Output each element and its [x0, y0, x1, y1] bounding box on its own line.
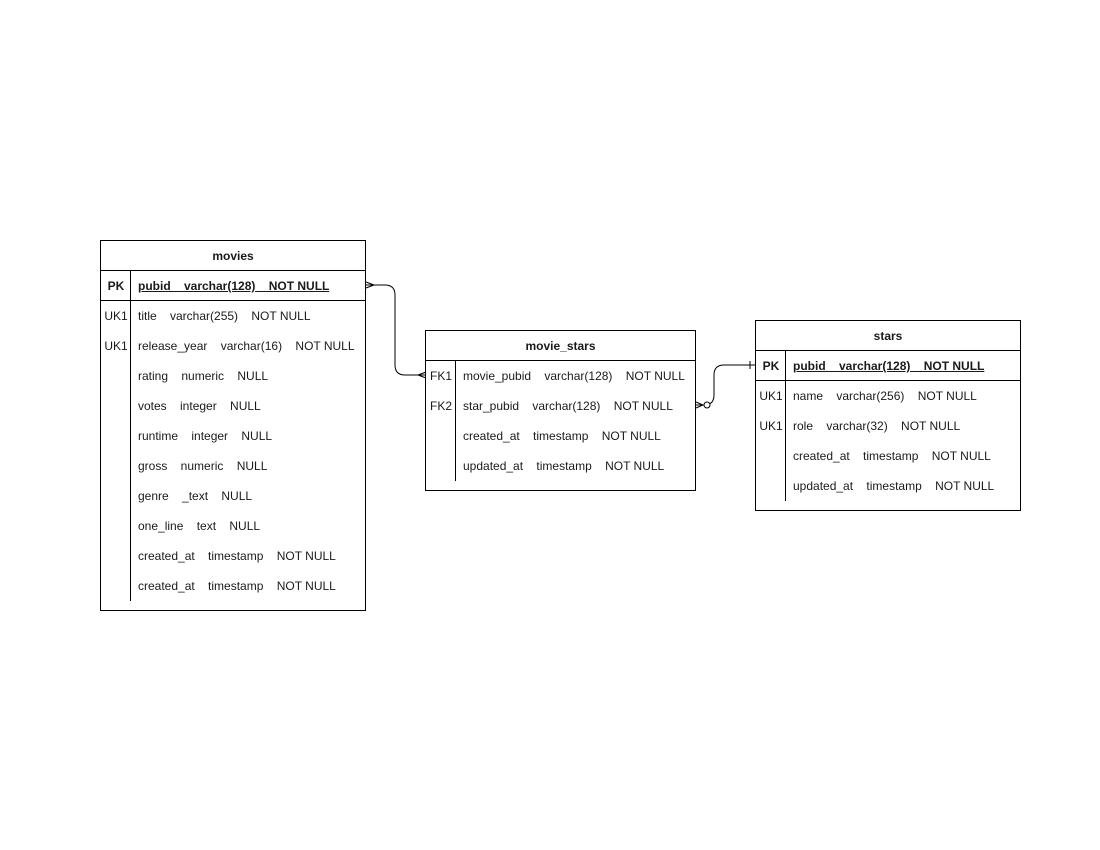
key-label	[101, 481, 131, 511]
key-divider	[130, 271, 131, 601]
attribute-row[interactable]: one_line text NULL	[101, 511, 365, 541]
field-definition: star_pubid varchar(128) NOT NULL	[463, 399, 673, 413]
key-label	[101, 571, 131, 601]
field-definition: created_at timestamp NOT NULL	[793, 449, 991, 463]
field-definition: created_at timestamp NOT NULL	[138, 549, 336, 563]
entity-title: movies	[101, 241, 365, 271]
key-label	[426, 451, 456, 481]
relation-line-stars-movie-stars	[696, 364, 756, 406]
field-definition: rating numeric NULL	[138, 369, 269, 383]
entity-movies[interactable]: movies PK pubid varchar(128) NOT NULL UK…	[100, 240, 366, 611]
zero-circle-star-pubid-end	[703, 401, 711, 409]
attribute-row[interactable]: UK1 release_year varchar(16) NOT NULL	[101, 331, 365, 361]
attribute-row[interactable]: UK1 title varchar(255) NOT NULL	[101, 301, 365, 331]
crowsfoot-movies-end	[365, 281, 376, 289]
field-definition: pubid varchar(128) NOT NULL	[138, 279, 330, 293]
relation-stars-movie-stars	[695, 361, 756, 409]
crowsfoot-star-pubid-end	[695, 401, 705, 409]
entity-title: movie_stars	[426, 331, 695, 361]
relation-line-movies-movie-stars	[366, 284, 426, 376]
key-label	[756, 441, 786, 471]
field-definition: release_year varchar(16) NOT NULL	[138, 339, 355, 353]
key-label	[101, 361, 131, 391]
field-definition: updated_at timestamp NOT NULL	[463, 459, 665, 473]
key-label	[101, 391, 131, 421]
field-definition: genre _text NULL	[138, 489, 253, 503]
field-definition: one_line text NULL	[138, 519, 261, 533]
field-definition: created_at timestamp NOT NULL	[463, 429, 661, 443]
attribute-row[interactable]: created_at timestamp NOT NULL	[426, 421, 695, 451]
field-definition: pubid varchar(128) NOT NULL	[793, 359, 985, 373]
attribute-row[interactable]: FK1 movie_pubid varchar(128) NOT NULL	[426, 361, 695, 391]
attribute-row[interactable]: gross numeric NULL	[101, 451, 365, 481]
field-definition: votes integer NULL	[138, 399, 261, 413]
key-label	[756, 471, 786, 501]
field-definition: runtime integer NULL	[138, 429, 273, 443]
attribute-row[interactable]: votes integer NULL	[101, 391, 365, 421]
key-label: PK	[762, 359, 780, 373]
field-definition: movie_pubid varchar(128) NOT NULL	[463, 369, 685, 383]
pk-row[interactable]: PK pubid varchar(128) NOT NULL	[756, 351, 1020, 381]
key-label	[426, 421, 456, 451]
key-label: UK1	[104, 339, 128, 353]
key-label: FK1	[429, 369, 452, 383]
field-definition: role varchar(32) NOT NULL	[793, 419, 961, 433]
attribute-row[interactable]: genre _text NULL	[101, 481, 365, 511]
pk-row[interactable]: PK pubid varchar(128) NOT NULL	[101, 271, 365, 301]
entity-stars[interactable]: stars PK pubid varchar(128) NOT NULL UK1…	[755, 320, 1021, 511]
attribute-row[interactable]: created_at timestamp NOT NULL	[101, 541, 365, 571]
attribute-row[interactable]: UK1 role varchar(32) NOT NULL	[756, 411, 1020, 441]
key-label	[101, 421, 131, 451]
attribute-row[interactable]: updated_at timestamp NOT NULL	[426, 451, 695, 481]
attribute-row[interactable]: rating numeric NULL	[101, 361, 365, 391]
key-label: UK1	[759, 419, 783, 433]
key-label	[101, 451, 131, 481]
key-label: UK1	[104, 309, 128, 323]
key-label: UK1	[759, 389, 783, 403]
attribute-row[interactable]: runtime integer NULL	[101, 421, 365, 451]
field-definition: name varchar(256) NOT NULL	[793, 389, 977, 403]
key-label	[101, 541, 131, 571]
key-label: FK2	[429, 399, 452, 413]
field-definition: created_at timestamp NOT NULL	[138, 579, 336, 593]
field-definition: updated_at timestamp NOT NULL	[793, 479, 995, 493]
attribute-row[interactable]: created_at timestamp NOT NULL	[101, 571, 365, 601]
attribute-row[interactable]: created_at timestamp NOT NULL	[756, 441, 1020, 471]
key-label	[101, 511, 131, 541]
key-divider	[785, 351, 786, 501]
attribute-row[interactable]: UK1 name varchar(256) NOT NULL	[756, 381, 1020, 411]
entity-movie-stars[interactable]: movie_stars FK1 movie_pubid varchar(128)…	[425, 330, 696, 491]
attribute-row[interactable]: FK2 star_pubid varchar(128) NOT NULL	[426, 391, 695, 421]
relation-movies-movie-stars	[365, 281, 427, 379]
entity-title: stars	[756, 321, 1020, 351]
key-divider	[455, 361, 456, 481]
attribute-row[interactable]: updated_at timestamp NOT NULL	[756, 471, 1020, 501]
field-definition: gross numeric NULL	[138, 459, 268, 473]
key-label: PK	[107, 279, 125, 293]
field-definition: title varchar(255) NOT NULL	[138, 309, 311, 323]
